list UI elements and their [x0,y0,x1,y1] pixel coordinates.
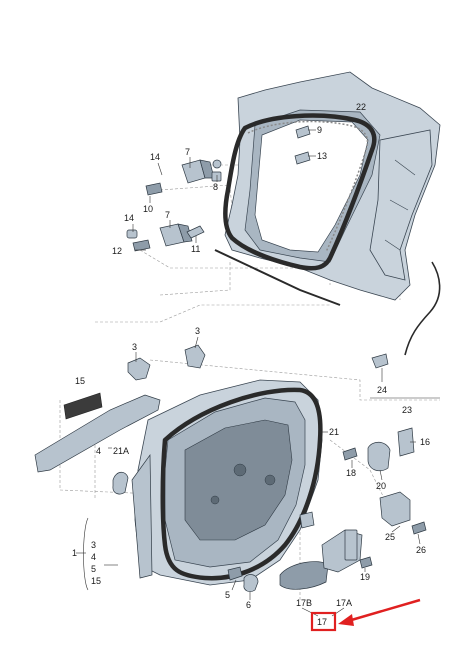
label-18: 18 [346,468,356,478]
label-3-left: 3 [132,342,137,352]
label-17b: 17B [296,598,312,608]
label-11: 11 [191,244,200,254]
highlight-box [310,611,337,632]
label-17a: 17A [336,598,352,608]
label-8: 8 [213,182,218,192]
label-15-top: 15 [75,376,85,386]
label-25: 25 [385,532,395,542]
label-7-lower: 7 [165,210,170,220]
label-15-list: 15 [91,576,101,586]
label-12: 12 [112,246,122,256]
label-21a: 21A [113,446,129,456]
label-21: 21 [329,427,339,437]
striker-bracket [379,491,411,527]
upper-hinge-assembly [145,159,222,196]
door-plug [299,511,315,529]
mirror-cover-cap [112,471,129,495]
rear-pillar-bolt [371,353,389,369]
label-16: 16 [420,437,430,447]
part-labels: 22 9 13 7 14 8 10 14 7 11 12 3 3 15 4 21… [72,102,430,610]
window-channel-strip [34,394,161,473]
highlight-arrow-head [338,614,354,626]
body-side-panel [224,71,441,301]
door-seal [160,387,323,581]
label-14-upper: 14 [150,152,160,162]
door-bolt-5 [227,566,243,581]
check-strap-bracket-right [184,344,206,369]
check-strap-bracket-left [127,357,151,381]
handle-screw [359,556,373,569]
label-6: 6 [246,600,251,610]
highlight-part-17: 17 [310,598,421,632]
hinge-bolts [294,125,311,165]
label-4-list: 4 [91,552,96,562]
label-4-top: 4 [96,446,101,456]
label-3-list: 3 [91,540,96,550]
door-cap-6 [243,574,259,592]
rear-door-cable [404,261,441,356]
label-3-right: 3 [195,326,200,336]
striker-screw [411,521,427,535]
highlight-arrow-shaft [347,598,421,623]
label-10: 10 [143,204,153,214]
label-7-upper: 7 [185,147,190,157]
label-19: 19 [360,572,370,582]
lock-screw [342,447,358,461]
label-26: 26 [416,545,426,555]
label-20: 20 [376,481,386,491]
sill-trim-strip [214,249,341,306]
door-handle-17a [279,561,329,590]
front-door-shell [131,379,323,586]
label-24: 24 [377,385,387,395]
label-1: 1 [72,548,77,558]
label-22: 22 [356,102,366,112]
label-23: 23 [402,405,412,415]
label-13: 13 [317,151,327,161]
door-handle-bracket [344,529,358,561]
lock-actuator [397,427,415,457]
label-5-bottom: 5 [225,590,230,600]
body-door-seal [223,113,377,271]
label-17: 17 [317,617,327,627]
lock-cover [367,441,391,472]
leader-lines [76,129,440,617]
label-9: 9 [317,125,322,135]
foam-pad [63,392,103,420]
label-14-lower: 14 [124,213,134,223]
lower-hinge-assembly [126,223,205,252]
label-5-list: 5 [91,564,96,574]
